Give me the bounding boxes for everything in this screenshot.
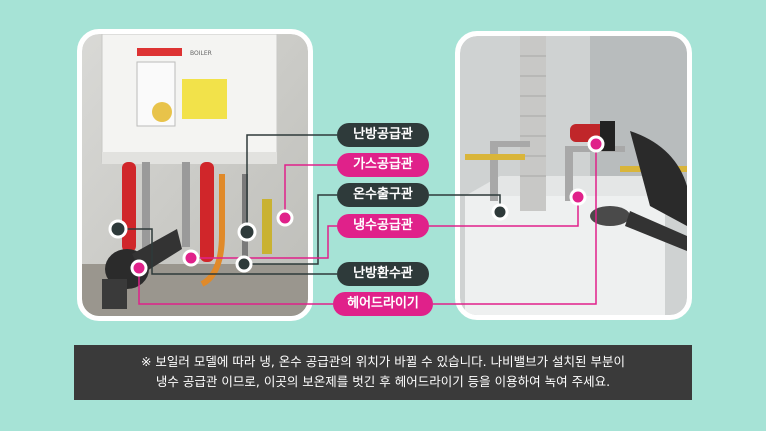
- notice-line-1: ※ 보일러 모델에 따라 냉, 온수 공급관의 위치가 바뀔 수 있습니다. 나…: [140, 354, 626, 369]
- boiler-under-view-image: BOILER: [82, 34, 308, 316]
- label-hair-dryer: 헤어드라이기: [333, 292, 433, 316]
- boiler-top-view-image: [460, 36, 687, 315]
- boiler-panel-text: BOILER: [190, 50, 212, 57]
- boiler-photo-right: [455, 31, 692, 320]
- boiler-photo-left: BOILER: [77, 29, 313, 321]
- label-gas-supply: 가스공급관: [337, 153, 429, 177]
- label-cold-water-supply: 냉수공급관: [337, 214, 429, 238]
- notice-line-2: 냉수 공급관 이므로, 이곳의 보온제를 벗긴 후 헤어드라이기 등을 이용하여…: [155, 374, 611, 389]
- label-heating-supply: 난방공급관: [337, 123, 429, 147]
- label-heating-return: 난방환수관: [337, 262, 429, 286]
- notice-box: ※ 보일러 모델에 따라 냉, 온수 공급관의 위치가 바뀔 수 있습니다. 나…: [74, 345, 692, 400]
- label-hot-water-outlet: 온수출구관: [337, 183, 429, 207]
